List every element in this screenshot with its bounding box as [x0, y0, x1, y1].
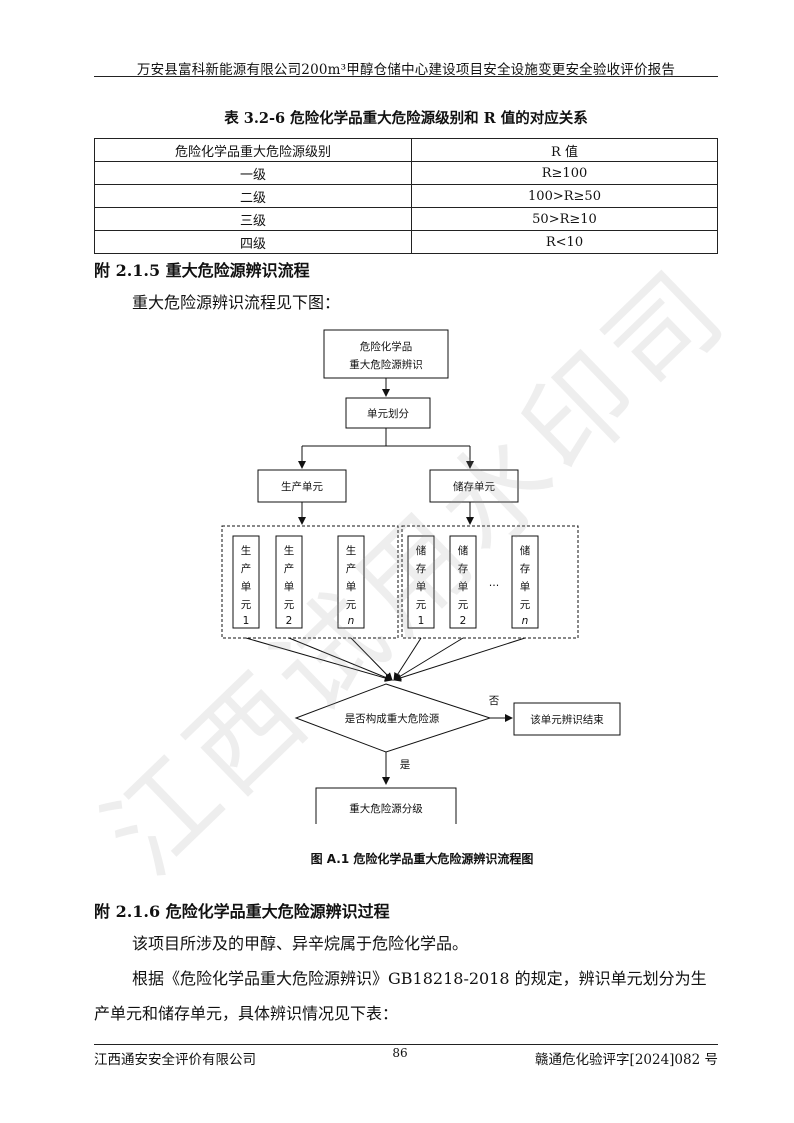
prod-sub-n-char: 产 — [346, 562, 357, 575]
no-label: 否 — [489, 695, 500, 707]
start-text-line1: 危险化学品 — [360, 340, 413, 353]
table-cell: R≥100 — [411, 161, 718, 185]
table-header-cell: 危险化学品重大危险源级别 — [94, 138, 412, 162]
decision-text: 是否构成重大危险源 — [345, 712, 440, 725]
table-caption: 表 3.2-6 危险化学品重大危险源级别和 R 值的对应关系 — [224, 110, 588, 127]
prod-sub-n-char: 单 — [346, 581, 357, 593]
prod-sub-1-char: 元 — [241, 599, 252, 611]
table-cell: 三级 — [94, 207, 412, 231]
header-rule — [94, 76, 718, 77]
flowchart: 危险化学品 重大危险源辨识 单元划分 生产单元 储存单元 生 产 单 元 1 生… — [221, 329, 621, 866]
prod-sub-2-char: 单 — [284, 581, 295, 593]
section-216-para2: 根据《危险化学品重大危险源辨识》GB18218-2018 的规定，辨识单元划分为… — [94, 969, 707, 1023]
prod-sub-1-char: 产 — [241, 562, 252, 575]
section-216-para1: 该项目所涉及的甲醇、异辛烷属于危险化学品。 — [132, 934, 469, 953]
prod-sub-1-char: 生 — [241, 544, 252, 557]
stor-sub-n — [511, 535, 539, 629]
yes-label: 是 — [400, 759, 411, 771]
footer-rule — [94, 1044, 718, 1045]
table-cell: 四级 — [94, 230, 412, 254]
figure-caption: 图 A.1 危险化学品重大危险源辨识流程图 — [311, 851, 534, 866]
stor-sub-2-char: 单 — [458, 581, 469, 593]
stor-sub-n-char: 单 — [520, 581, 531, 593]
prod-sub-2-char: 2 — [286, 615, 293, 627]
stor-sub-2 — [449, 535, 477, 629]
stor-sub-1-char: 储 — [416, 544, 427, 557]
table-row: 四级 R<10 — [94, 230, 718, 254]
prod-sub-2-char: 产 — [284, 562, 295, 575]
table-header-cell: R 值 — [411, 138, 718, 162]
stor-sub-2-char: 存 — [458, 562, 469, 575]
stor-sub-1-char: 单 — [416, 581, 427, 593]
stor-sub-2-char: 储 — [458, 544, 469, 557]
start-text-line2: 重大危险源辨识 — [349, 358, 423, 371]
production-group — [221, 525, 399, 639]
division-box — [345, 397, 431, 429]
table-header-row: 危险化学品重大危险源级别 R 值 — [94, 138, 718, 162]
production-text: 生产单元 — [281, 480, 323, 493]
storage-box — [429, 469, 519, 503]
grading-text: 重大危险源分级 — [349, 802, 423, 815]
prod-sub-n-char: 生 — [346, 544, 357, 557]
prod-sub-2-char: 元 — [284, 599, 295, 611]
stor-sub-1-char: 存 — [416, 562, 427, 575]
stor-sub-n-char: 储 — [520, 544, 531, 557]
stor-sub-1-char: 1 — [418, 615, 425, 627]
page-header: 万安县富科新能源有限公司200m³甲醇仓储中心建设项目安全设施变更安全验收评价报… — [136, 62, 676, 78]
end-box — [513, 702, 621, 736]
prod-sub-n-char: n — [348, 615, 355, 627]
section-heading-215: 附 2.1.5 重大危险源辨识流程 — [94, 261, 310, 280]
stor-sub-1-char: 元 — [416, 599, 427, 611]
end-box-text: 该单元辨识结束 — [530, 713, 604, 726]
prod-sub-2 — [275, 535, 303, 629]
division-text: 单元划分 — [367, 407, 409, 420]
table-cell: 100>R≥50 — [411, 184, 718, 208]
prod-sub-1-char: 单 — [241, 581, 252, 593]
storage-group — [401, 525, 579, 639]
grade-table: 危险化学品重大危险源级别 R 值 一级 R≥100 二级 100>R≥50 三级… — [94, 138, 718, 254]
section-215-intro: 重大危险源辨识流程见下图： — [132, 293, 341, 312]
prod-sub-1 — [232, 535, 260, 629]
grading-box — [315, 787, 457, 824]
table-cell: 二级 — [94, 184, 412, 208]
prod-sub-n — [337, 535, 365, 629]
table-row: 三级 50>R≥10 — [94, 207, 718, 231]
footer-company: 江西通安安全评价有限公司 — [94, 1052, 256, 1068]
table-row: 二级 100>R≥50 — [94, 184, 718, 208]
footer-doc-number: 赣通危化验评字[2024]082 号 — [535, 1052, 718, 1068]
stor-sub-2-char: 元 — [458, 599, 469, 611]
prod-sub-n-char: 元 — [346, 599, 357, 611]
stor-sub-n-char: 元 — [520, 599, 531, 611]
prod-sub-2-char: 生 — [284, 544, 295, 557]
stor-sub-n-char: 存 — [520, 562, 531, 575]
page-number: 86 — [392, 1046, 408, 1060]
table-cell: 一级 — [94, 161, 412, 185]
stor-sub-1 — [407, 535, 435, 629]
section-heading-216: 附 2.1.6 危险化学品重大危险源辨识过程 — [94, 902, 390, 921]
ellipsis-text: … — [489, 577, 500, 589]
storage-text: 储存单元 — [453, 480, 495, 493]
table-cell: R<10 — [411, 230, 718, 254]
stor-sub-2-char: 2 — [460, 615, 467, 627]
prod-sub-1-char: 1 — [243, 615, 250, 627]
table-cell: 50>R≥10 — [411, 207, 718, 231]
stor-sub-n-char: n — [522, 615, 529, 627]
table-row: 一级 R≥100 — [94, 161, 718, 185]
